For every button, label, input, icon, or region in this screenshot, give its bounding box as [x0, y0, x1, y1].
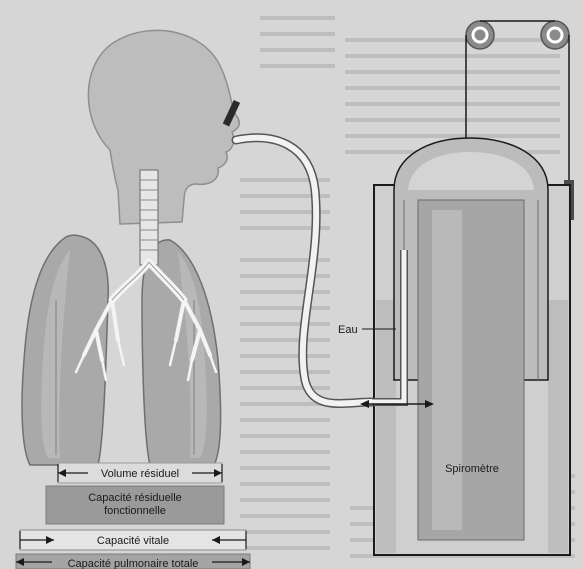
tank-water-right [548, 300, 568, 553]
label-capacite-vitale: Capacité vitale [97, 535, 169, 547]
label-spirometre: Spiromètre [445, 463, 499, 475]
label-volume-residuel: Volume résiduel [101, 468, 179, 480]
label-capacite-residuelle-fonctionnelle: Capacité résiduelle fonctionnelle [72, 492, 198, 518]
label-eau: Eau [338, 324, 358, 336]
pulley-left [466, 21, 494, 49]
bell-core-highlight [432, 210, 462, 530]
label-capacite-pulmonaire-totale: Capacité pulmonaire totale [68, 558, 199, 569]
pulley-right [541, 21, 569, 49]
tank-water-left [376, 300, 396, 553]
trachea [140, 170, 158, 265]
